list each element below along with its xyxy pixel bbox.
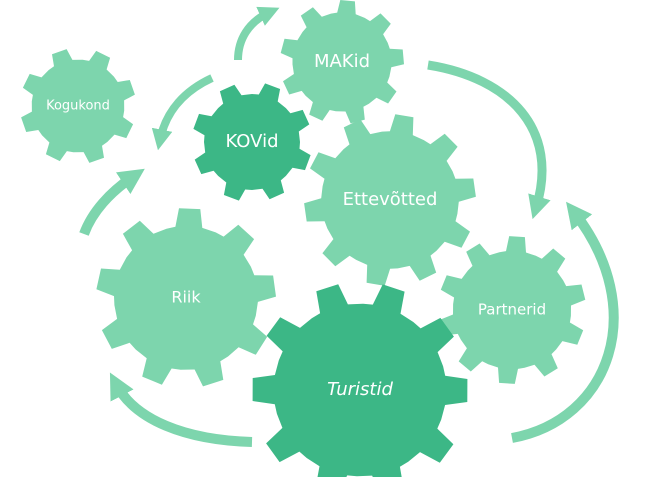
gear-makid-shape [280, 0, 404, 124]
gear-kogukond-shape [21, 49, 135, 163]
gear-makid: MAKid [280, 0, 404, 124]
gear-riik-shape [96, 208, 277, 387]
gear-partnerid-label: Partnerid [478, 301, 546, 319]
gear-kogukond: Kogukond [21, 49, 135, 163]
gear-turistid: Turistid [252, 284, 468, 477]
gear-kovid: KOVid [193, 83, 311, 201]
gear-ettevotted-shape [304, 114, 476, 286]
gear-makid-label: MAKid [314, 51, 370, 72]
gear-partnerid: Partnerid [438, 236, 586, 384]
arrow-kovid-to-kogukond [151, 74, 214, 151]
gear-kovid-shape [193, 83, 311, 201]
arrow-turistid-to-partnerid [511, 201, 619, 443]
gear-ettevotted: Ettevõtted [304, 114, 476, 286]
gear-kovid-label: KOVid [225, 131, 278, 152]
arrow-makid-to-partnerid [427, 60, 551, 220]
gear-riik-label: Riik [171, 288, 201, 307]
gear-partnerid-shape [438, 236, 586, 384]
gear-turistid-label: Turistid [327, 379, 393, 400]
arrow-riik-to-kogukond [79, 168, 145, 236]
gear-ettevotted-label: Ettevõtted [343, 189, 438, 210]
gear-turistid-shape [252, 284, 468, 477]
gear-riik: Riik [96, 208, 277, 387]
arrow-kovid-to-makid [234, 6, 280, 61]
gear-kogukond-label: Kogukond [46, 99, 110, 114]
arrow-turistid-to-riik [109, 372, 253, 447]
